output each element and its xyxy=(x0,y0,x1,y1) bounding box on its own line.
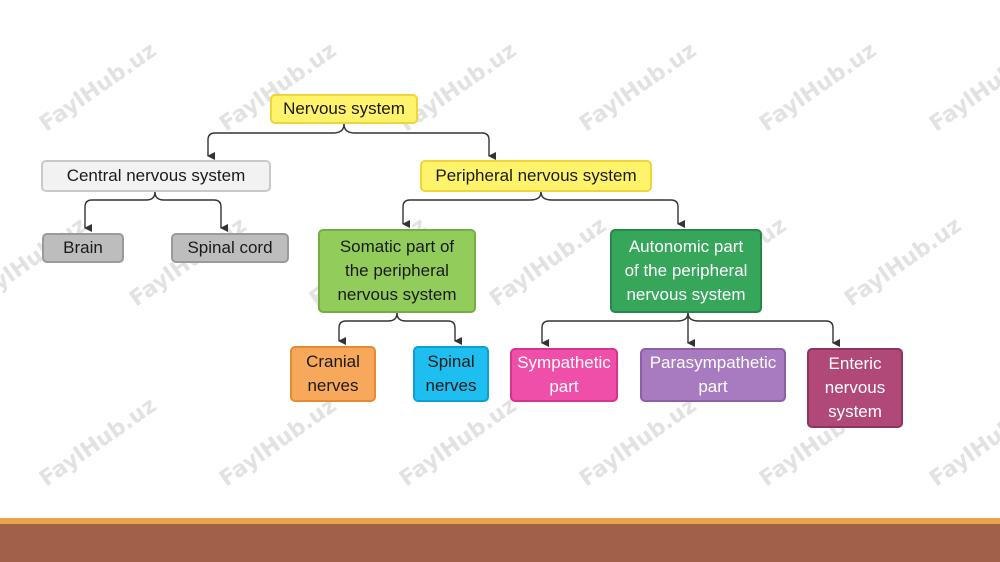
node-spinal-cord: Spinal cord xyxy=(171,233,289,263)
node-spinal-nerves: Spinal nerves xyxy=(413,346,489,402)
node-label: Cranial nerves xyxy=(306,352,360,395)
node-label: Peripheral nervous system xyxy=(435,166,637,185)
node-cranial-nerves: Cranial nerves xyxy=(290,346,376,402)
footer-accent-stripe xyxy=(0,518,1000,524)
node-enteric-nervous-system: Enteric nervous system xyxy=(807,348,903,428)
connector-peripheral-to-somatic xyxy=(402,191,542,228)
connector-autonomic-to-sympathetic xyxy=(541,312,689,347)
node-label: Enteric nervous system xyxy=(824,354,886,421)
connector-central-to-brain xyxy=(84,191,156,232)
connector-autonomic-to-enteric xyxy=(687,312,840,347)
node-sympathetic-part: Sympathetic part xyxy=(510,348,618,402)
node-label: Nervous system xyxy=(283,99,405,118)
footer-bar xyxy=(0,524,1000,562)
connector-nervous-to-peripheral xyxy=(343,123,496,160)
node-label: Autonomic part of the peripheral nervous… xyxy=(624,237,748,304)
node-label: Parasympathetic part xyxy=(649,353,777,396)
connector-peripheral-to-autonomic xyxy=(540,191,685,228)
node-label: Spinal cord xyxy=(187,238,273,257)
node-brain: Brain xyxy=(42,233,124,263)
connector-nervous-to-central xyxy=(207,123,345,160)
node-label: Brain xyxy=(63,238,103,257)
node-somatic-part: Somatic part of the peripheral nervous s… xyxy=(318,229,476,313)
node-central-nervous-system: Central nervous system xyxy=(41,160,271,192)
node-nervous-system: Nervous system xyxy=(270,94,418,124)
node-peripheral-nervous-system: Peripheral nervous system xyxy=(420,160,652,192)
connector-somatic-to-cranial xyxy=(338,312,398,345)
node-label: Central nervous system xyxy=(66,166,246,185)
node-label: Somatic part of the peripheral nervous s… xyxy=(337,237,457,304)
node-parasympathetic-part: Parasympathetic part xyxy=(640,348,786,402)
node-label: Sympathetic part xyxy=(517,353,611,396)
node-label: Spinal nerves xyxy=(425,352,477,395)
connector-somatic-to-spinal-nerves xyxy=(396,312,462,345)
connector-central-to-spinal-cord xyxy=(154,191,228,232)
node-autonomic-part: Autonomic part of the peripheral nervous… xyxy=(610,229,762,313)
